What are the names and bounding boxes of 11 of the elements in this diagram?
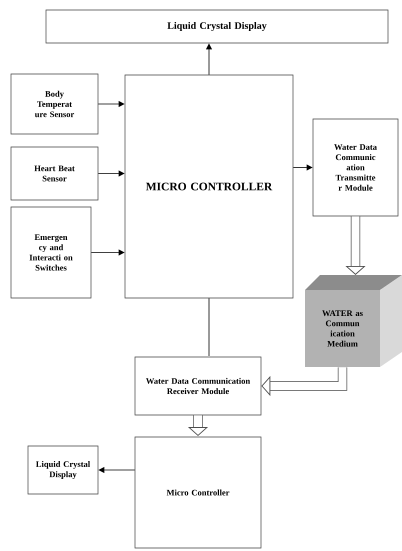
sensor-box: Heart Beat Sensor xyxy=(10,146,98,200)
switch-box: Emergen cy and Interacti on Switches xyxy=(10,206,92,298)
connector-line xyxy=(208,298,210,356)
cube-block: WATER as Commun ication Medium xyxy=(305,275,402,367)
transmitter-box: Water Data Communic ation Transmitte r Module xyxy=(312,118,398,216)
receiver-box: Water Data Communication Receiver Module xyxy=(134,356,262,416)
display-box: Liquid Crystal Display xyxy=(28,446,98,494)
sensor-box: Body Temperat ure Sensor xyxy=(10,74,98,134)
controller-box: Micro Controller xyxy=(134,436,262,548)
controller-box: MICRO CONTROLLER xyxy=(124,74,294,298)
display-box: Liquid Crystal Display xyxy=(46,10,388,44)
